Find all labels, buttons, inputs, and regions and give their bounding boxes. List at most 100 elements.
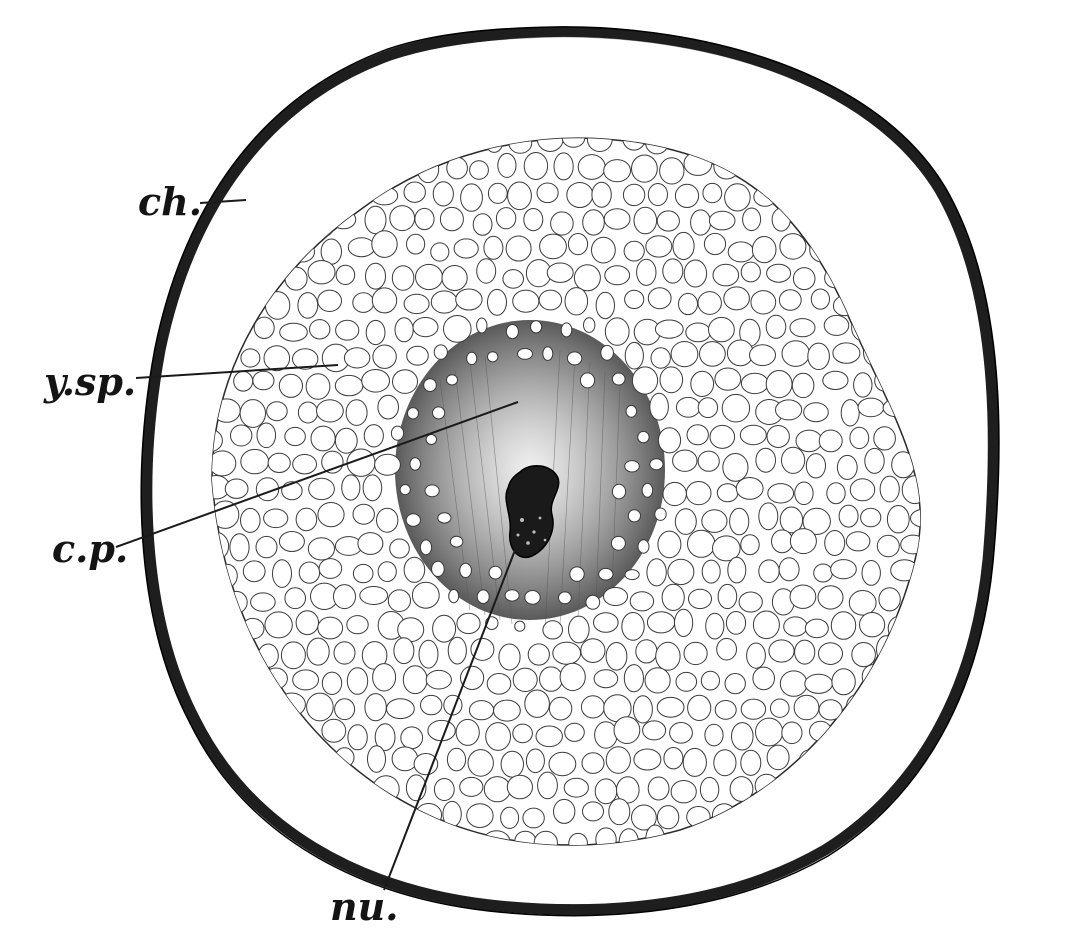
yolk-sphere (824, 530, 846, 556)
yolk-sphere (595, 827, 617, 846)
yolk-sphere (251, 750, 275, 776)
yolk-sphere (697, 397, 719, 419)
yolk-sphere (659, 157, 685, 185)
yolk-sphere (284, 587, 307, 610)
yolk-sphere (905, 206, 921, 234)
yolk-sphere (581, 752, 605, 774)
yolk-sphere (322, 138, 348, 150)
yolk-sphere (656, 805, 680, 830)
yolk-sphere (506, 774, 534, 800)
yolk-sphere (798, 749, 819, 777)
yolk-sphere (307, 260, 336, 285)
yolk-sphere (603, 587, 628, 606)
yolk-sphere (386, 698, 415, 720)
yolk-sphere (308, 477, 335, 501)
yolk-sphere (662, 258, 684, 284)
yolk-sphere (498, 643, 521, 671)
yolk-sphere (735, 477, 764, 500)
yolk-sphere (362, 474, 383, 502)
yolk-sphere (326, 773, 346, 799)
yolk-sphere (517, 348, 533, 360)
yolk-sphere (657, 530, 682, 559)
yolk-sphere (874, 259, 900, 285)
yolk-sphere (483, 235, 504, 260)
yolk-sphere (807, 342, 830, 370)
yolk-sphere (659, 366, 684, 394)
yolk-sphere (859, 612, 886, 638)
yolk-sphere (343, 347, 371, 369)
yolk-sphere (505, 235, 532, 262)
yolk-sphere (318, 558, 343, 579)
yolk-sphere (740, 261, 761, 283)
yolk-sphere (765, 314, 787, 339)
yolk-sphere (442, 800, 462, 828)
yolk-sphere (330, 799, 360, 829)
yolk-sphere (407, 407, 419, 420)
yolk-sphere (212, 585, 224, 612)
yolk-sphere (493, 699, 521, 722)
yolk-sphere (723, 286, 750, 311)
yolk-sphere (830, 559, 857, 580)
yolk-sphere (627, 509, 642, 523)
yolk-sphere (649, 458, 664, 471)
yolk-sphere (224, 478, 249, 499)
yolk-sphere (365, 319, 386, 346)
yolk-sphere (646, 611, 676, 634)
yolk-sphere (233, 371, 254, 392)
yolk-sphere (657, 427, 682, 454)
yolk-sphere (604, 317, 630, 346)
yolk-sphere (403, 556, 426, 583)
yolk-sphere (527, 643, 550, 666)
yolk-sphere (621, 612, 645, 641)
yolk-sphere (214, 614, 241, 638)
yolk-sphere (794, 481, 814, 506)
yolk-sphere (212, 667, 237, 694)
yolk-sphere (845, 531, 871, 552)
yolk-sphere (230, 694, 256, 722)
yolk-sphere (771, 207, 791, 232)
yolk-sphere (218, 338, 238, 367)
yolk-sphere (886, 183, 911, 205)
yolk-sphere (346, 615, 369, 635)
yolk-sphere (255, 262, 275, 288)
yolk-sphere (279, 322, 308, 342)
yolk-sphere (750, 290, 777, 315)
yolk-sphere (728, 138, 755, 156)
yolk-sphere (411, 581, 440, 609)
yolk-sphere (389, 802, 414, 832)
yolk-sphere (605, 642, 628, 671)
yolk-sphere (705, 612, 725, 640)
yolk-sphere (298, 774, 322, 798)
yolk-sphere (374, 723, 396, 751)
yolk-sphere (595, 291, 615, 320)
yolk-sphere (488, 565, 503, 580)
yolk-sphere (292, 348, 319, 370)
yolk-sphere (229, 533, 250, 562)
yolk-sphere (441, 265, 468, 291)
yolk-sphere (632, 695, 653, 724)
yolk-sphere (430, 242, 450, 262)
yolk-sphere (822, 370, 849, 390)
yolk-sphere (636, 258, 657, 286)
yolk-sphere (251, 208, 281, 237)
yolk-sphere (365, 262, 386, 290)
yolk-sphere (669, 138, 696, 149)
yolk-sphere (250, 592, 276, 612)
yolk-sphere (662, 481, 687, 507)
yolk-sphere (713, 749, 737, 777)
yolk-sphere (439, 206, 464, 232)
yolk-sphere (678, 292, 698, 316)
yolk-sphere (339, 154, 361, 174)
yolk-sphere (412, 317, 439, 338)
yolk-sphere (416, 154, 440, 184)
yolk-sphere (624, 289, 645, 309)
yolk-sphere (284, 266, 308, 291)
yolk-sphere (645, 824, 665, 846)
yolk-sphere (500, 750, 524, 778)
yolk-sphere (413, 753, 439, 776)
yolk-sphere (675, 671, 698, 692)
yolk-sphere (238, 721, 265, 748)
yolk-sphere (649, 392, 669, 421)
yolk-sphere (212, 500, 240, 529)
yolk-sphere (512, 667, 538, 692)
